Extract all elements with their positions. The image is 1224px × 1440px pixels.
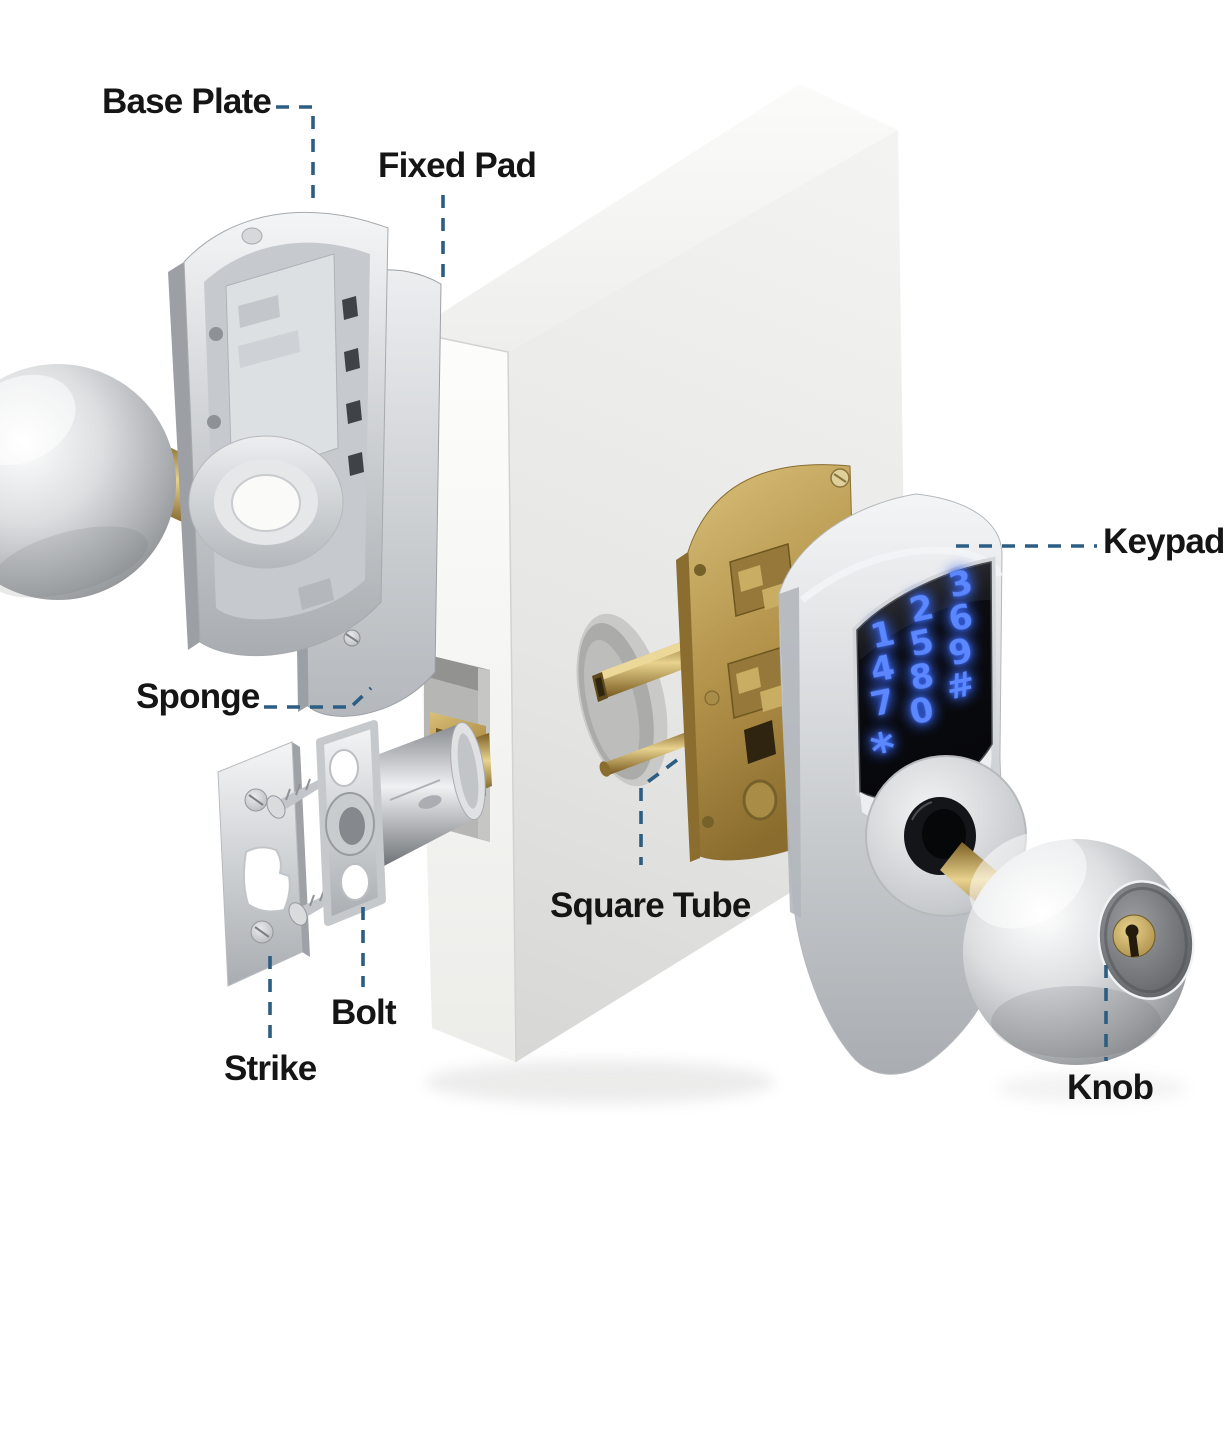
door-arris-line bbox=[411, 331, 517, 1063]
faceplate-hole bbox=[329, 749, 359, 787]
latch-bolt-assembly bbox=[316, 720, 492, 926]
latch-barrel bbox=[374, 722, 472, 866]
base-plate-housing bbox=[168, 211, 389, 657]
door-top-face bbox=[412, 84, 898, 352]
knob-shadow bbox=[997, 1073, 1187, 1103]
interior-knob bbox=[0, 364, 176, 600]
label-knob: Knob bbox=[1067, 1068, 1154, 1107]
label-keypad: Keypad bbox=[1103, 522, 1224, 561]
label-bolt: Bolt bbox=[331, 993, 397, 1032]
strike-hole bbox=[242, 846, 291, 913]
base-plate-hub bbox=[188, 435, 344, 569]
label-square-tube: Square Tube bbox=[550, 886, 751, 925]
door-shadow bbox=[425, 1060, 775, 1104]
faceplate-hole bbox=[340, 863, 370, 901]
plate-square-hole bbox=[744, 720, 776, 764]
exterior-knob bbox=[963, 831, 1195, 1065]
keypad-unit: 1 4 7 * 2 5 8 0 3 6 9 # bbox=[778, 493, 1027, 1075]
leader-lines bbox=[264, 105, 1108, 1061]
label-sponge: Sponge bbox=[136, 677, 260, 716]
leader-base-plate bbox=[276, 105, 315, 206]
plate-screw bbox=[704, 690, 720, 706]
label-fixed-pad: Fixed Pad bbox=[378, 146, 537, 185]
leader-sponge bbox=[264, 686, 373, 709]
leader-square-tube bbox=[639, 758, 679, 865]
plate-bore-hole bbox=[742, 779, 778, 821]
label-base-plate: Base Plate bbox=[102, 82, 272, 121]
label-strike: Strike bbox=[224, 1049, 317, 1088]
strike-plate bbox=[217, 741, 310, 987]
